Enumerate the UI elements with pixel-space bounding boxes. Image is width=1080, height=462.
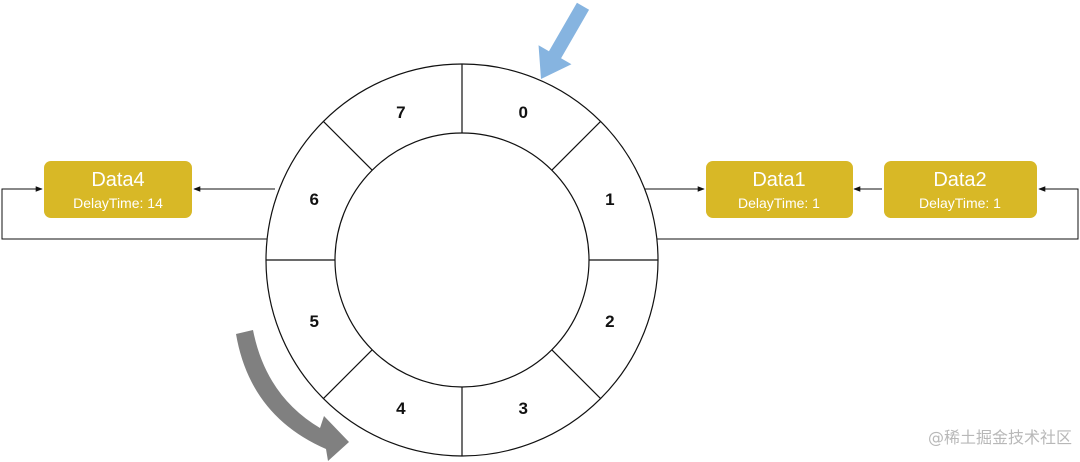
- current-slot-pointer-arrow-icon: [538, 2, 590, 79]
- wheel-slot-label-7: 7: [396, 103, 405, 122]
- wheel-slot-label-4: 4: [396, 399, 406, 418]
- task-box-data1-delay: DelayTime: 1: [738, 195, 820, 211]
- task-box-data1: [706, 161, 853, 218]
- wheel-slot-label-3: 3: [518, 399, 527, 418]
- task-box-data2-delay: DelayTime: 1: [919, 195, 1001, 211]
- wheel-divider: [322, 349, 373, 400]
- data4-loop-arrow: [1, 186, 267, 240]
- wheel-divider: [322, 120, 373, 171]
- slot-1-task-list: Data1 DelayTime: 1 Data2 DelayTime: 1: [645, 161, 1079, 240]
- wheel-divider: [551, 349, 602, 400]
- wheel-slot-labels: 0 1 2 3 4 5 6 7: [309, 103, 614, 418]
- wheel-inner-ring: [334, 132, 590, 388]
- wheel-slot-dividers: [266, 64, 658, 456]
- slot-6-task-list: Data4 DelayTime: 14: [1, 161, 275, 240]
- task-box-data4-delay: DelayTime: 14: [73, 195, 163, 211]
- wheel-divider: [551, 120, 602, 171]
- wheel-slot-label-5: 5: [309, 312, 318, 331]
- task-box-data4-title: Data4: [91, 169, 144, 191]
- task-box-data2-title: Data2: [933, 169, 986, 191]
- task-box-data1-title: Data1: [752, 169, 805, 191]
- wheel-slot-label-6: 6: [309, 190, 318, 209]
- task-box-data4: [44, 161, 192, 218]
- rotation-direction-arrow-icon: [236, 330, 349, 461]
- wheel-slot-label-1: 1: [605, 190, 614, 209]
- data2-loop-arrow: [657, 186, 1079, 240]
- wheel-slot-label-0: 0: [518, 103, 527, 122]
- task-box-data2: [884, 161, 1037, 218]
- wheel-slot-label-2: 2: [605, 312, 614, 331]
- watermark: @稀土掘金技术社区: [928, 428, 1072, 447]
